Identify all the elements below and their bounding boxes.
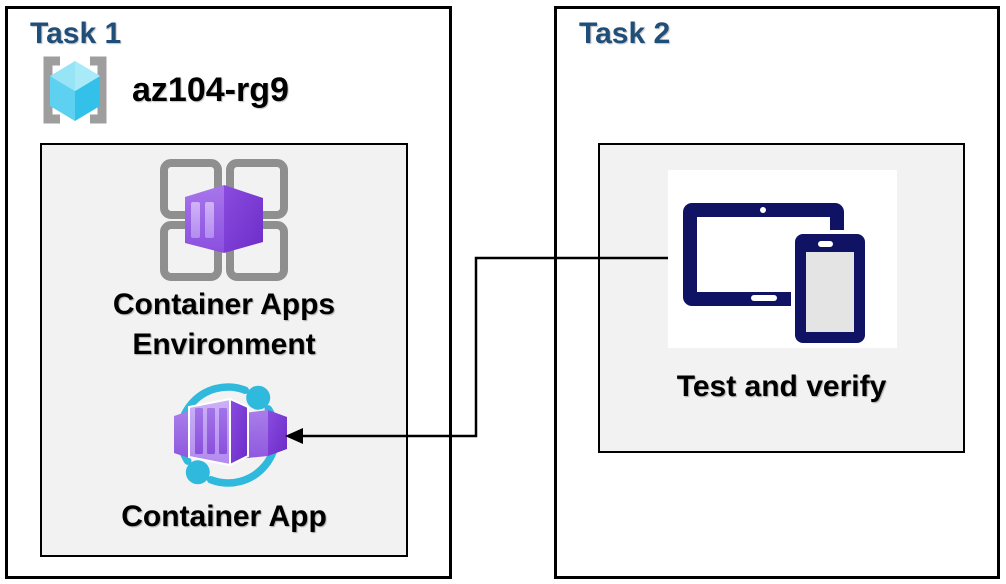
resource-group-row: az104-rg9 xyxy=(36,53,289,127)
test-verify-inner-box: Test and verify xyxy=(598,143,965,453)
resource-group-icon xyxy=(43,56,107,124)
task2-box: Task 2 Test and verify xyxy=(554,6,1000,579)
task1-box: Task 1 az104-rg9 xyxy=(5,6,452,579)
resource-group-name: az104-rg9 xyxy=(132,70,289,109)
container-apps-environment-icon xyxy=(160,159,288,281)
devices-icon xyxy=(683,203,869,347)
container-app-icon xyxy=(174,383,287,487)
task1-title: Task 1 xyxy=(30,17,122,50)
test-and-verify-label: Test and verify xyxy=(676,370,887,403)
task2-title: Task 2 xyxy=(579,17,671,50)
container-apps-environment-label: Container Apps Environment xyxy=(112,288,336,361)
devices-icon-background xyxy=(668,170,897,348)
resource-group-inner-box: Container Apps Environment xyxy=(40,143,408,557)
container-app-label: Container App xyxy=(121,500,327,533)
